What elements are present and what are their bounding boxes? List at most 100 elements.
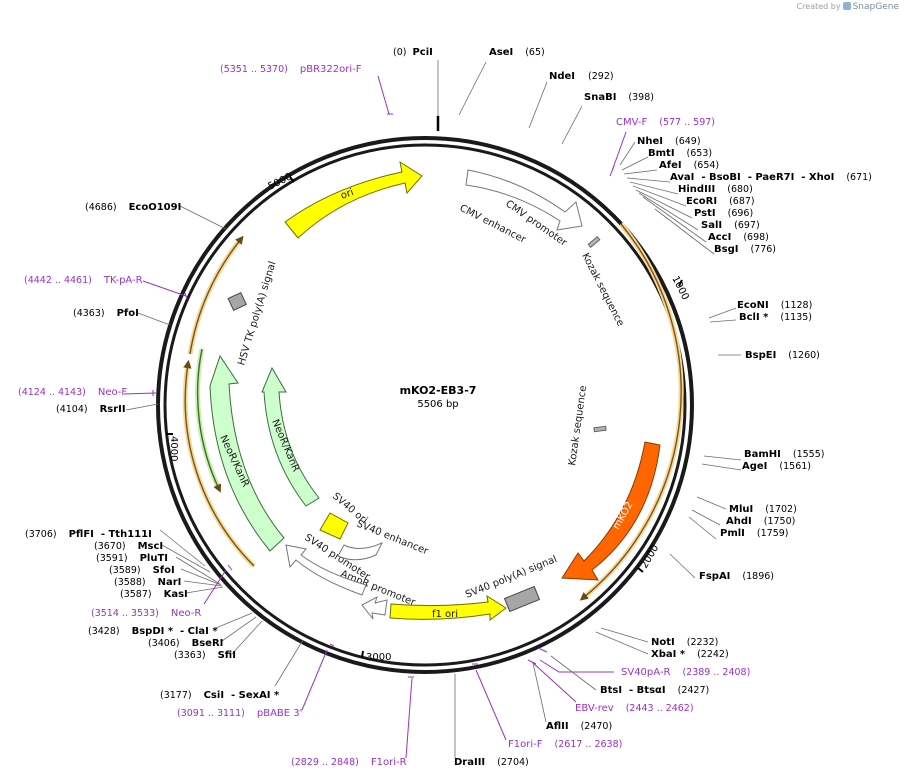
- feature-neor-inner-shape: [261, 366, 320, 507]
- feature-hsv-tk-polya[interactable]: HSV TK poly(A) signal: [227, 260, 279, 367]
- site-btsi: BtsI - BtsαI(2427): [600, 685, 709, 696]
- feature-f1-ori[interactable]: f1 ori: [389, 594, 507, 621]
- site-afei: AfeI(654): [659, 160, 719, 171]
- site-pcii: (0)PciI: [393, 47, 433, 58]
- feature-ori-label: ori: [339, 187, 355, 202]
- feature-kozak-2[interactable]: Kozak sequence: [567, 385, 607, 466]
- site-msci: (3670)MscI: [94, 541, 163, 552]
- site-bmti: BmtI(653): [648, 148, 712, 159]
- site-sfoi: (3589)SfoI: [109, 565, 175, 576]
- site-avai: AvaI - BsoBI - PaeR7I - XhoI(671): [670, 172, 872, 183]
- primer-f1ori-r: (2829 .. 2848)F1ori-R: [291, 757, 407, 768]
- feature-hsv-tk-polya-label: HSV TK poly(A) signal: [236, 260, 278, 367]
- feature-sv40-promoter-shape: [285, 544, 367, 596]
- primer-tk-pa-r: (4442 .. 4461)TK-pA-R: [24, 275, 143, 286]
- snapgene-credit: Created by SnapGene: [797, 2, 899, 12]
- backbone-inner-ring: [163, 143, 687, 667]
- site-pmli: PmlI(1759): [720, 528, 789, 539]
- site-labels: (0)PciI AseI(65) NdeI(292) SnaBI(398) Nh…: [25, 47, 872, 768]
- tick-group: 1000 2000 3000 4000 5000: [166, 171, 691, 663]
- tick-3000-line: [361, 650, 364, 659]
- feature-f1-ori-label: f1 ori: [432, 609, 458, 620]
- feature-sv40-enhancer-shape: [337, 541, 384, 561]
- feature-sv40-polya-label: SV40 poly(A) signal: [464, 554, 559, 601]
- primer-sv40pa-r: SV40pA-R(2389 .. 2408): [621, 667, 750, 678]
- feature-ori-shape: [284, 160, 423, 239]
- feature-f1-ori-shape: [389, 594, 507, 621]
- primer-pbr322ori-f: (5351 .. 5370)pBR322ori-F: [220, 64, 362, 75]
- orf-arc-right-core: [579, 223, 682, 601]
- site-agei: AgeI(1561): [742, 461, 811, 472]
- site-bsgi: BsgI(776): [714, 244, 776, 255]
- orf-arc-left-lower-core: [183, 359, 255, 567]
- site-rsrii: (4104)RsrII: [56, 404, 126, 415]
- site-noti: NotI(2232): [651, 637, 718, 648]
- feature-sv40-promoter[interactable]: SV40 promoter: [285, 532, 372, 596]
- site-nhei: NheI(649): [637, 136, 701, 147]
- primer-connectors: [123, 75, 627, 759]
- primer-neo-f: (4124 .. 4143)Neo-F: [18, 387, 127, 398]
- primer-labels: CMV-F(577 .. 597) SV40pA-R(2389 .. 2408)…: [18, 64, 750, 768]
- tick-2000-line: [637, 567, 644, 573]
- feature-hsv-tk-polya-shape: [227, 291, 247, 311]
- feature-cmv-enhancer[interactable]: CMV enhancer CMV promoter: [458, 169, 583, 249]
- site-sali: SalI(697): [701, 220, 760, 231]
- site-pfoi: (4363)PfoI: [73, 308, 139, 319]
- tick-5000-line: [289, 176, 295, 183]
- feature-sv40-polya-shape: [503, 585, 541, 613]
- feature-ori[interactable]: ori: [284, 160, 423, 239]
- site-draiii: DraIII(2704): [454, 757, 529, 768]
- feature-kozak-1-shape: [587, 236, 601, 248]
- site-ahdi: AhdI(1750): [726, 516, 795, 527]
- feature-cmv-enhancer-shape: [465, 169, 583, 231]
- site-connectors: [125, 60, 742, 758]
- primer-neo-r: (3514 .. 3533)Neo-R: [91, 608, 201, 619]
- feature-sv40-ori[interactable]: SV40 ori: [319, 491, 369, 540]
- site-bseri: (3406)BseRI: [148, 638, 223, 649]
- feature-kozak-1-label: Kozak sequence: [579, 251, 625, 328]
- primer-f1ori-f: F1ori-F(2617 .. 2638): [508, 739, 622, 750]
- site-bspdi: (3428)BspDI * - ClaI *: [88, 626, 218, 637]
- site-kasi: (3587)KasI: [120, 589, 188, 600]
- site-snabi: SnaBI(398): [584, 92, 654, 103]
- feature-kozak-2-label: Kozak sequence: [567, 385, 589, 466]
- site-pluti: (3591)PluTI: [96, 553, 168, 564]
- site-acci: AccI(698): [708, 232, 769, 243]
- feature-kozak-2-shape: [593, 425, 607, 433]
- credit-brand: SnapGene: [852, 2, 899, 12]
- plasmid-length: 5506 bp: [417, 399, 458, 410]
- tick-1000: 1000: [669, 274, 690, 302]
- feature-ampr-promoter-shape: [361, 595, 388, 620]
- site-asei: AseI(65): [489, 47, 545, 58]
- tick-3000: 3000: [366, 652, 391, 663]
- site-ecoo109i: (4686)EcoO109I: [85, 202, 181, 213]
- site-bspei: BspEI(1260): [745, 350, 820, 361]
- site-econi: EcoNI(1128): [737, 300, 812, 311]
- site-psti: PstI(696): [694, 208, 753, 219]
- feature-neor-inner[interactable]: NeoR/KanR: [261, 366, 320, 507]
- site-xbai: XbaI *(2242): [651, 649, 729, 660]
- feature-kozak-1[interactable]: Kozak sequence: [579, 236, 626, 329]
- site-csii: (3177)CsiI - SexAI *: [160, 690, 280, 701]
- snapgene-logo-icon: [842, 2, 851, 10]
- orf-arc-green-core: [196, 348, 222, 493]
- feature-sv40-ori-shape: [319, 512, 349, 540]
- site-bamhi: BamHI(1555): [744, 449, 824, 460]
- site-fspai: FspAI(1896): [699, 571, 774, 582]
- primer-cmv-f: CMV-F(577 .. 597): [616, 117, 715, 128]
- site-pflfi: (3706)PflFI - Tth111I: [25, 529, 152, 540]
- tick-4000: 4000: [168, 436, 179, 461]
- primer-ebv-rev: EBV-rev(2443 .. 2462): [575, 703, 694, 714]
- feature-sv40-enhancer[interactable]: SV40 enhancer: [337, 519, 430, 561]
- site-nari: (3588)NarI: [114, 577, 181, 588]
- backbone-outer-ring: [156, 136, 694, 674]
- credit-prefix: Created by: [796, 2, 841, 11]
- site-mlui: MluI(1702): [729, 504, 797, 515]
- feature-mko2-shape: [561, 441, 661, 581]
- site-ndei: NdeI(292): [549, 71, 614, 82]
- primer-pbabe-3: (3091 .. 3111)pBABE 3': [177, 708, 302, 719]
- tick-1000-line: [678, 279, 683, 287]
- orf-arcs: [182, 222, 684, 601]
- site-sfii: (3363)SfiI: [174, 650, 236, 661]
